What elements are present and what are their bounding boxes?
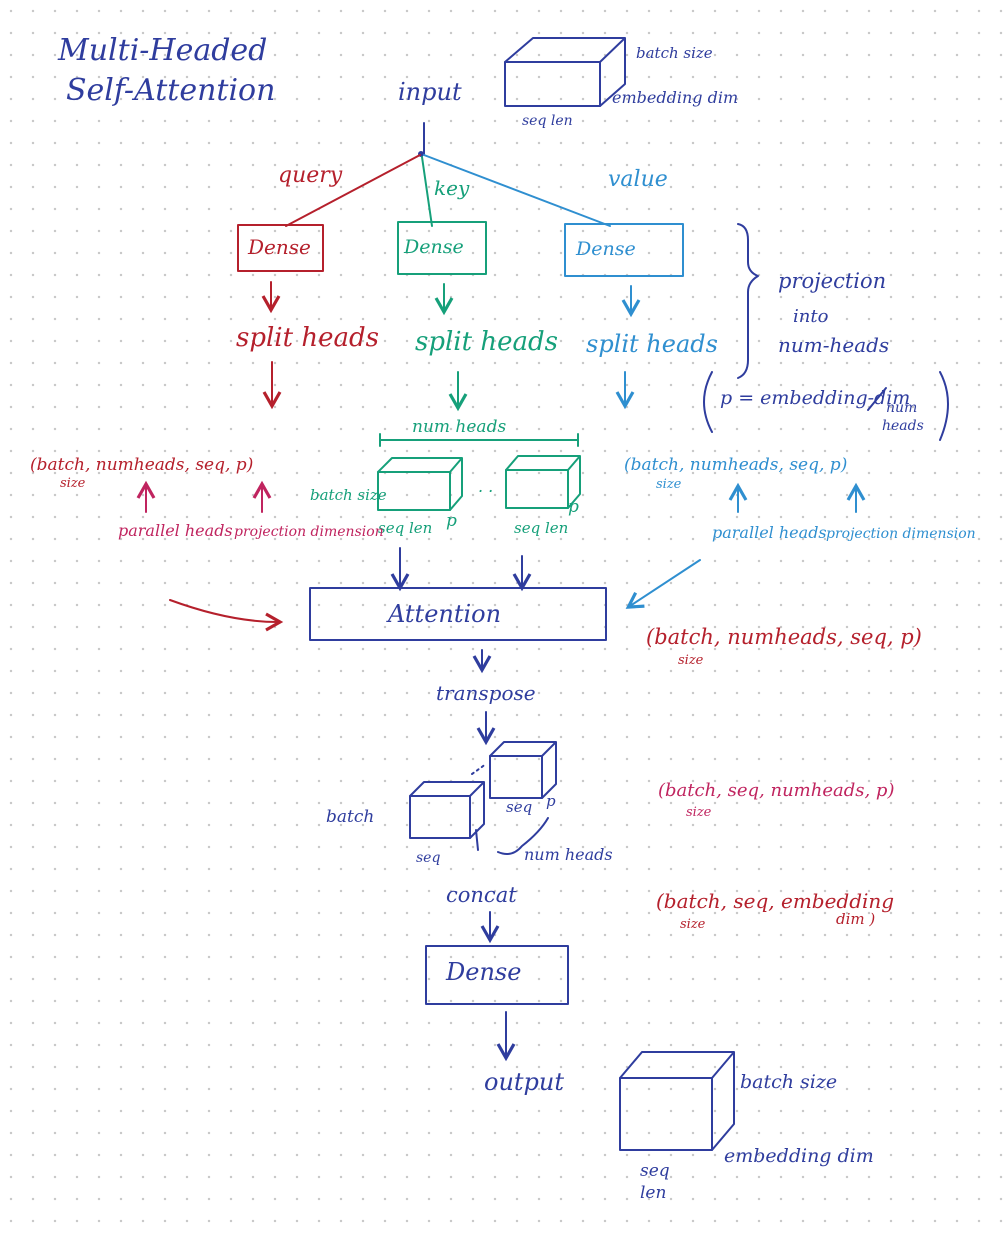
key-label: key: [434, 176, 470, 200]
output-tensor-cube: [619, 1051, 735, 1151]
p-formula-paren-right: [939, 371, 949, 441]
query-branch-line: [285, 154, 421, 227]
value-label: value: [608, 167, 668, 192]
p-formula-den-2: heads: [882, 418, 924, 434]
right-shape-size: size: [656, 477, 682, 492]
p-formula-den-1: num: [886, 400, 917, 416]
projection-note-line-2: into: [793, 306, 829, 327]
input-label: input: [398, 78, 462, 106]
right-projection-dimension-label: projection dimension: [826, 526, 976, 542]
query-label: query: [278, 163, 343, 188]
diagram-title: Multi-Headed Self-Attention: [57, 33, 275, 108]
p-formula-slash: [867, 387, 887, 411]
transpose-tick: [475, 829, 479, 851]
right-shape-label: (batch, numheads, seq, p): [624, 455, 847, 475]
concat-label: concat: [446, 883, 517, 907]
attention-output-size: size: [678, 653, 704, 668]
query-dense-label: Dense: [247, 235, 311, 259]
transpose-seq-label-1: seq: [416, 850, 440, 866]
final-dense-label: Dense: [445, 958, 521, 986]
attention-output-shape: (batch, numheads, seq, p): [646, 625, 922, 649]
projection-note-line-3: num-heads: [778, 333, 889, 357]
transpose-label: transpose: [436, 681, 536, 705]
output-len-label: len: [640, 1183, 666, 1203]
key-dense-box: [397, 221, 487, 275]
query-split-heads-label: split heads: [236, 323, 379, 353]
concat-shape-size: size: [680, 917, 706, 932]
output-seq-label: seq: [640, 1161, 670, 1181]
head1-p-label: p: [446, 511, 457, 531]
transpose-batch-label: batch: [326, 807, 374, 827]
num-heads-label: num heads: [412, 417, 506, 437]
left-attention-arrow: [169, 599, 284, 632]
value-branch-line: [423, 154, 611, 227]
head2-p-label: p: [568, 497, 579, 517]
query-dense-box: [237, 224, 324, 272]
transpose-shape-label: (batch, seq, numheads, p): [658, 780, 894, 801]
left-projection-dimension-label: projection dimension: [234, 524, 384, 540]
output-embedding-dim-label: embedding dim: [724, 1145, 874, 1167]
value-dense-label: Dense: [575, 238, 636, 260]
heads-ellipsis: . .: [478, 477, 493, 496]
head2-seq-len-label: seq len: [514, 519, 568, 537]
projection-brace: [737, 223, 759, 379]
final-dense-box: [425, 945, 569, 1005]
num-heads-squiggle: [497, 817, 549, 855]
left-shape-label: (batch, numheads, seq, p): [30, 455, 253, 475]
p-formula-paren-left: [703, 371, 713, 433]
key-dense-label: Dense: [403, 236, 464, 258]
value-dense-box: [564, 223, 684, 277]
head-cube-2: [505, 455, 581, 509]
p-formula: p = embedding-dim: [720, 387, 910, 409]
input-batch-size-label: batch size: [636, 44, 713, 62]
input-seq-len-label: seq len: [522, 113, 573, 129]
attention-box: [309, 587, 607, 641]
value-split-heads-label: split heads: [586, 330, 718, 358]
transpose-p-label: p: [546, 792, 556, 810]
output-label: output: [484, 1068, 564, 1096]
title-line-1: Multi-Headed: [57, 33, 267, 68]
transpose-num-heads-label: num heads: [524, 845, 613, 864]
transposed-cube-dots: [471, 763, 487, 775]
left-shape-size: size: [60, 476, 86, 491]
right-attention-arrow: [625, 559, 701, 609]
concat-shape-dim: dim ): [836, 910, 875, 928]
input-tensor-cube: [504, 37, 626, 107]
key-split-heads-label: split heads: [415, 327, 558, 357]
projection-note-line-1: projection: [778, 269, 886, 293]
transposed-cube-front: [409, 781, 485, 839]
concat-shape-label: (batch, seq, embedding: [656, 889, 894, 913]
left-parallel-heads-label: parallel heads: [118, 521, 233, 540]
attention-label: Attention: [386, 600, 501, 628]
head1-seq-len-label: seq len: [378, 519, 432, 537]
transposed-cube-back: [489, 741, 557, 799]
num-heads-bracket: [379, 433, 579, 447]
transpose-seq-label-2: seq: [506, 798, 532, 816]
key-branch-line: [421, 156, 433, 227]
input-embedding-dim-label: embedding dim: [612, 88, 738, 107]
output-batch-size-label: batch size: [740, 1071, 837, 1093]
heads-batch-label: batch size: [310, 486, 387, 504]
transpose-shape-size: size: [686, 805, 712, 820]
head-cube-1: [377, 457, 463, 511]
right-parallel-heads-label: parallel heads: [712, 523, 827, 542]
title-line-2: Self-Attention: [66, 73, 275, 108]
